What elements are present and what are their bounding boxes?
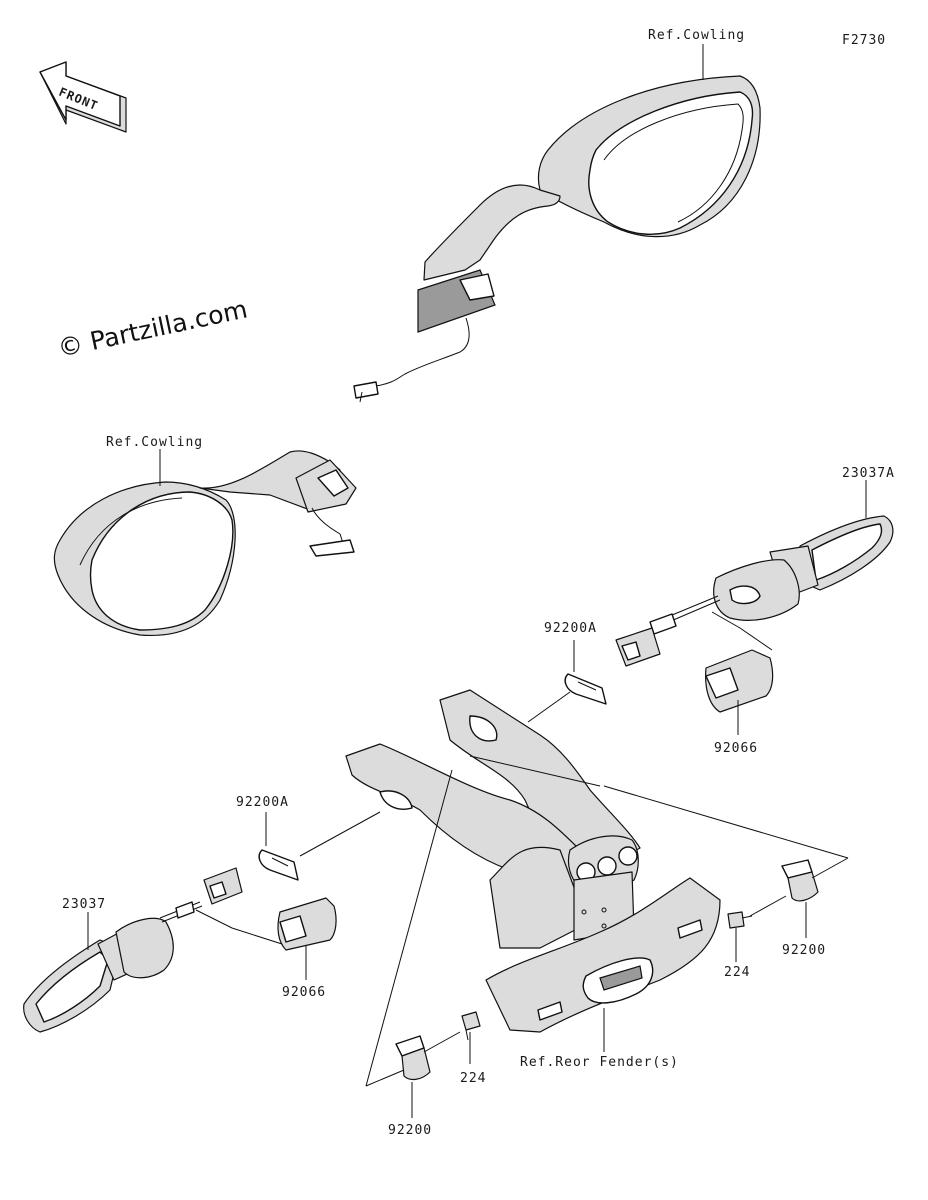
clip-92200A-left (258, 849, 299, 881)
leader-bracket-top (469, 755, 601, 787)
label-92200-bottom: 92200 (388, 1123, 432, 1138)
boot-left (277, 897, 337, 951)
tail-bracket (345, 689, 721, 1033)
label-ref-cowling-left: Ref.Cowling (106, 435, 203, 450)
leader-bracket-left (365, 769, 453, 1087)
leader-92200-right-v (811, 857, 849, 879)
leader-92200-bottom-left (365, 1069, 405, 1087)
label-92200-right: 92200 (782, 943, 826, 958)
boot-right (705, 649, 774, 713)
leader-224-right-link (749, 895, 787, 917)
figure-code: F2730 (842, 33, 886, 48)
nut-92200-right (781, 859, 819, 902)
label-92200A-right: 92200A (544, 621, 597, 636)
leader-bracket-right (603, 785, 849, 859)
label-92200A-left: 92200A (236, 795, 289, 810)
turn-signal-left (23, 867, 243, 1033)
label-92066-left: 92066 (282, 985, 326, 1000)
leader-92200A-left-link (299, 811, 381, 857)
label-224-right: 224 (724, 965, 750, 980)
watermark: © Partzilla.com (55, 294, 250, 362)
leader-92066-left-link (195, 909, 283, 945)
label-ref-rear-fender: Ref.Reor Fender(s) (520, 1055, 679, 1070)
label-92066-right: 92066 (714, 741, 758, 756)
nut-92200-bottom (395, 1035, 431, 1081)
clip-92200A-right (564, 673, 607, 705)
turn-signal-right (615, 515, 894, 667)
label-23037: 23037 (62, 897, 106, 912)
leader-92066-right-link (711, 611, 773, 651)
label-23037A: 23037A (842, 466, 895, 481)
label-ref-cowling-top: Ref.Cowling (648, 28, 745, 43)
screw-224-right (727, 911, 753, 929)
mirror-right (353, 75, 761, 403)
front-arrow-icon: FRONT (39, 61, 127, 133)
mirror-left (53, 450, 357, 637)
leader-224-bottom-link (423, 1031, 461, 1053)
leader-92200A-right-link (527, 691, 571, 723)
label-224-bottom: 224 (460, 1071, 486, 1086)
screw-224-bottom (461, 1011, 481, 1041)
